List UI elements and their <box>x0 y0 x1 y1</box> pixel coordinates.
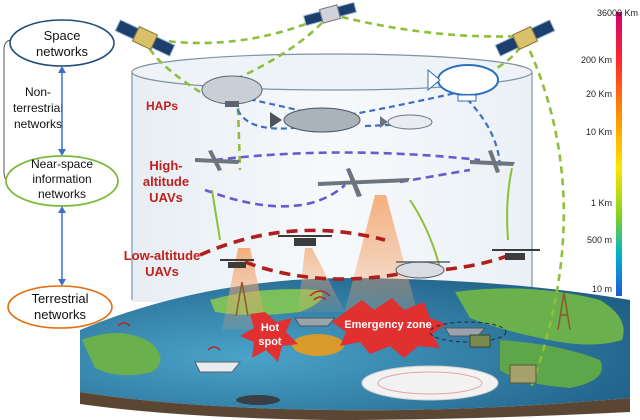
airship-icon <box>270 107 361 133</box>
emergency-burst <box>332 298 446 358</box>
building-icon <box>469 334 491 348</box>
uav-icon <box>195 150 240 171</box>
altitude-label: 1 Km <box>591 198 612 208</box>
altitude-label: 200 Km <box>581 55 612 65</box>
uav-icon <box>318 168 410 197</box>
hot-spot-beam <box>222 248 268 330</box>
airship-icon <box>380 114 433 130</box>
arrow-head-icon <box>58 149 66 156</box>
satellite-icon <box>302 1 358 27</box>
low-altitude-links <box>199 228 511 281</box>
hot-spot-burst <box>240 312 298 362</box>
terrestrial-networks-node <box>7 285 113 329</box>
emergency-beam <box>342 195 420 322</box>
altitude-label: 20 Km <box>586 89 612 99</box>
emergency-zone-label: Emergency zone <box>344 319 431 331</box>
hot-spot-ground <box>292 334 344 356</box>
altitude-bar <box>616 12 622 296</box>
altitude-label: 10 m <box>592 284 612 294</box>
arrow-head-icon <box>58 279 66 286</box>
airship-icon <box>427 64 499 102</box>
altitude-label: 36000 Km <box>597 8 638 18</box>
fleet-group <box>429 321 507 343</box>
haps-label: HAPs <box>146 99 178 113</box>
satellite-icon <box>494 19 556 57</box>
tower-icon <box>235 281 249 317</box>
building-icon <box>509 364 537 384</box>
altitude-label: 500 m <box>587 235 612 245</box>
support-links <box>211 167 513 269</box>
drone-icon <box>278 235 332 246</box>
bracket-line <box>3 39 13 183</box>
ship-icon <box>294 317 337 327</box>
tower-icon <box>557 291 571 331</box>
arrow-head-icon <box>58 66 66 73</box>
satellite-icon <box>114 19 176 57</box>
altitude-label: 10 Km <box>586 127 612 137</box>
signal-icon <box>117 290 331 351</box>
arrow-head-icon <box>58 206 66 213</box>
submarine-icon <box>236 395 280 405</box>
airship-icon <box>201 75 263 107</box>
helicopter-icon <box>395 261 450 279</box>
ship-icon <box>194 361 242 373</box>
drone-icon <box>492 249 540 260</box>
space-networks-node <box>9 19 115 67</box>
uav-icon <box>470 150 515 173</box>
drone-icon <box>220 259 254 268</box>
